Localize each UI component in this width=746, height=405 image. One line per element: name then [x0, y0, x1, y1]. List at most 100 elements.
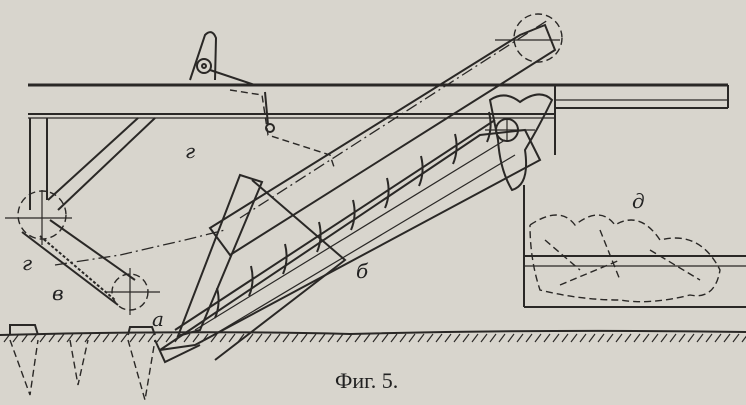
elevator-flight	[384, 177, 390, 209]
hatch-stroke	[426, 333, 434, 343]
hatch-stroke	[507, 333, 515, 343]
label-v: в	[52, 281, 64, 305]
hatch-stroke	[570, 333, 578, 343]
hatch-stroke	[471, 333, 479, 343]
hatch-stroke	[345, 333, 353, 343]
hatch-stroke	[687, 333, 695, 343]
elevator-b	[159, 93, 554, 351]
share-plate	[176, 173, 347, 361]
hatch-stroke	[300, 333, 308, 343]
hatch-stroke	[561, 333, 569, 343]
hatch-stroke	[30, 333, 38, 343]
hatch-stroke	[489, 333, 497, 343]
hatch-stroke	[453, 333, 461, 343]
label-b: б	[356, 259, 369, 283]
hatch-stroke	[444, 333, 452, 343]
hatch-stroke	[714, 333, 722, 343]
hatch-stroke	[606, 333, 614, 343]
hatch-stroke	[669, 333, 677, 343]
hatch-stroke	[336, 333, 344, 343]
hatch-stroke	[120, 333, 128, 343]
hatch-stroke	[318, 333, 326, 343]
hatch-stroke	[228, 333, 236, 343]
hatch-stroke	[525, 333, 533, 343]
elevator-flights	[214, 111, 492, 319]
hatch-stroke	[516, 333, 524, 343]
hatch-stroke	[399, 333, 407, 343]
hatch-stroke	[309, 333, 317, 343]
hatch-stroke	[534, 333, 542, 343]
hatch-stroke	[156, 333, 164, 343]
elevator-flight	[214, 287, 220, 319]
elevator-flight	[452, 133, 458, 165]
hatch-stroke	[21, 333, 29, 343]
hatch-stroke	[102, 333, 110, 343]
hatch-stroke	[651, 333, 659, 343]
elevator-flight	[248, 265, 254, 297]
hatch-stroke	[381, 333, 389, 343]
axis-line-g	[54, 229, 226, 266]
hatch-stroke	[48, 333, 56, 343]
hatch-stroke	[201, 333, 209, 343]
label-a: а	[152, 307, 164, 331]
label-g-upper: г	[185, 139, 195, 163]
hatch-stroke	[183, 333, 191, 343]
hatch-stroke	[282, 333, 290, 343]
digger-arm-v	[5, 190, 160, 315]
label-d: д	[632, 189, 645, 213]
hatch-stroke	[624, 333, 632, 343]
hatch-stroke	[147, 333, 155, 343]
hatch-stroke	[165, 333, 173, 343]
hatch-stroke	[678, 333, 686, 343]
ground-hatching	[3, 333, 746, 343]
hatch-stroke	[579, 333, 587, 343]
hatch-stroke	[255, 333, 263, 343]
label-g-lower: г	[22, 251, 32, 275]
hatch-stroke	[192, 333, 200, 343]
hatch-stroke	[597, 333, 605, 343]
hatch-stroke	[138, 333, 146, 343]
hatch-stroke	[273, 333, 281, 343]
collection-box-d	[523, 185, 746, 308]
hatch-stroke	[3, 333, 11, 343]
hatch-stroke	[390, 333, 398, 343]
hatch-stroke	[642, 333, 650, 343]
upper-conveyor	[208, 13, 563, 257]
hatch-stroke	[174, 333, 182, 343]
hatch-stroke	[39, 333, 47, 343]
hatch-stroke	[552, 333, 560, 343]
hatch-stroke	[588, 333, 596, 343]
elevator-flight	[486, 111, 492, 143]
hatch-stroke	[237, 333, 245, 343]
hatch-stroke	[57, 333, 65, 343]
elevator-flight	[282, 243, 288, 275]
hatch-stroke	[435, 333, 443, 343]
ground-line	[0, 324, 746, 401]
hatch-stroke	[723, 333, 731, 343]
hatch-stroke	[327, 333, 335, 343]
hatch-stroke	[111, 333, 119, 343]
elevator-flight	[316, 221, 322, 253]
hatch-stroke	[408, 333, 416, 343]
hatch-stroke	[129, 333, 137, 343]
hatch-stroke	[741, 335, 746, 343]
hatch-stroke	[462, 333, 470, 343]
hatch-stroke	[75, 333, 83, 343]
hatch-stroke	[696, 333, 704, 343]
hatch-stroke	[372, 333, 380, 343]
hatch-stroke	[66, 333, 74, 343]
hatch-stroke	[705, 333, 713, 343]
star-sprocket	[488, 93, 554, 192]
hatch-stroke	[354, 333, 362, 343]
hatch-stroke	[633, 333, 641, 343]
hatch-stroke	[660, 333, 668, 343]
hatch-stroke	[210, 333, 218, 343]
hatch-stroke	[543, 333, 551, 343]
figure-caption: Фиг. 5.	[335, 368, 398, 393]
hatch-stroke	[615, 333, 623, 343]
elevator-flight	[350, 199, 356, 231]
frame-top-beam	[28, 83, 729, 155]
hatch-stroke	[291, 333, 299, 343]
